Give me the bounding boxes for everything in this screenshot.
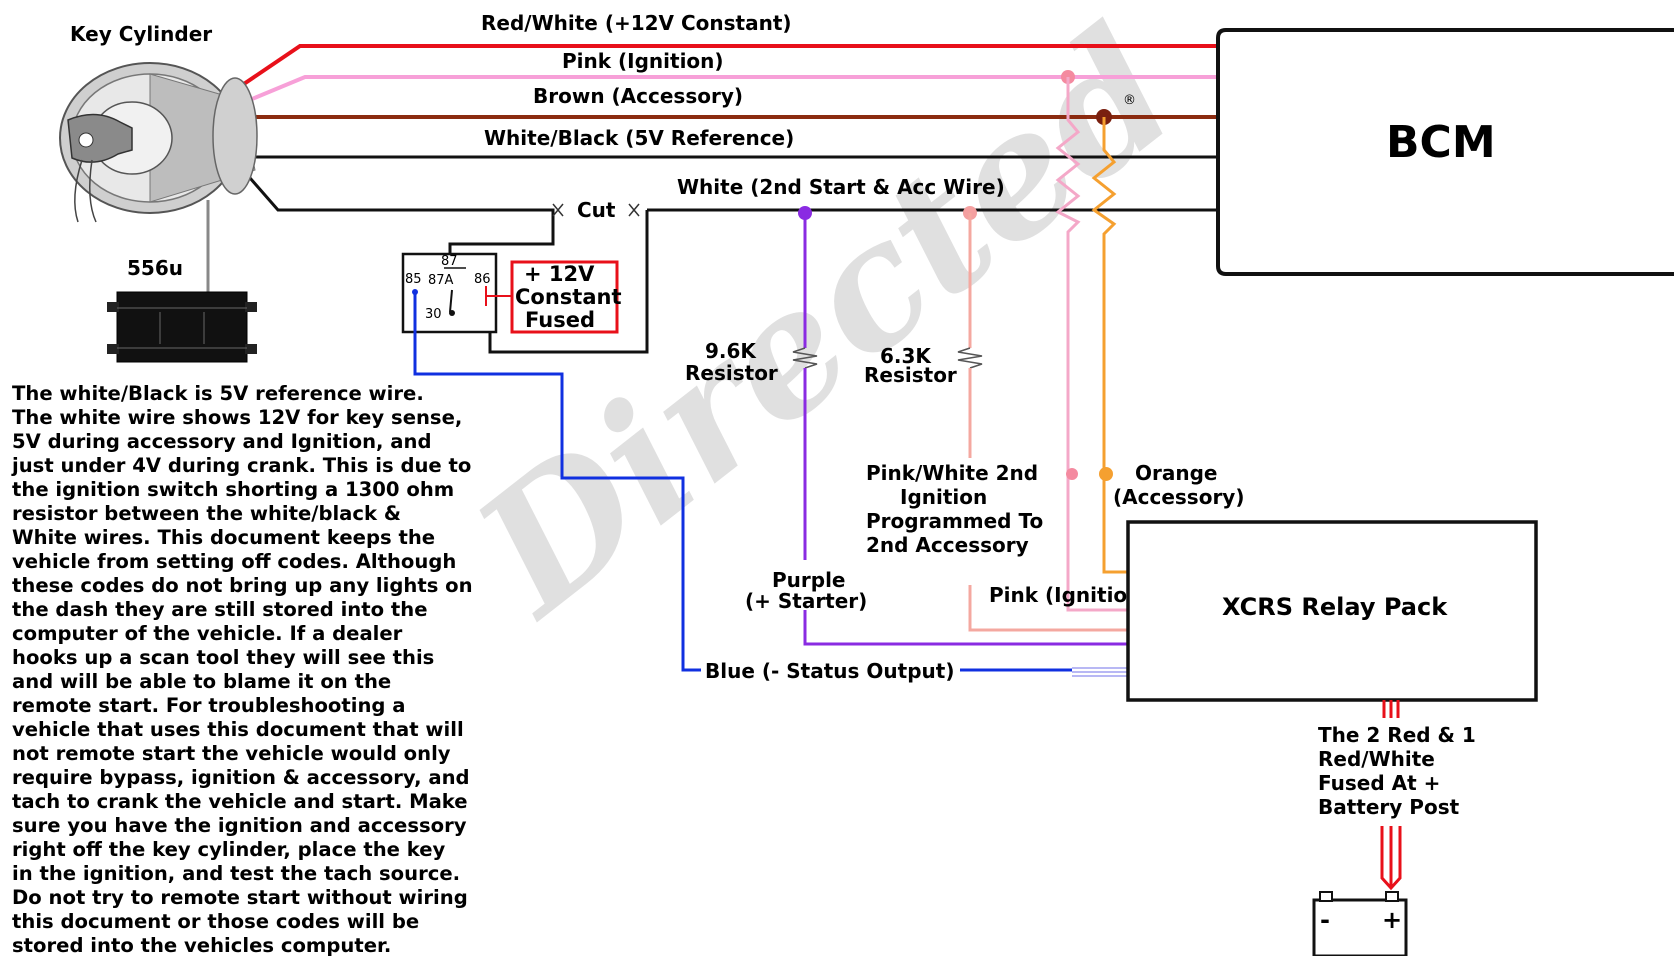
- pink-white-label-4: 2nd Accessory: [866, 533, 1029, 557]
- orange-label-1: Orange: [1135, 461, 1217, 485]
- orange-label-2: (Accessory): [1113, 485, 1244, 509]
- key-cylinder-label: Key Cylinder: [70, 22, 212, 46]
- description-text: The white/Black is 5V reference wire. Th…: [12, 382, 473, 957]
- fused-line3: Fused: [525, 308, 595, 332]
- fused-12v-box: + 12V Constant Fused: [510, 260, 622, 334]
- purple-wire: [792, 206, 1128, 646]
- white-wire: [248, 177, 1218, 354]
- purple-label-1: Purple: [772, 568, 846, 592]
- relay: 87 85 87A 86 30: [401, 252, 512, 334]
- pink-label: Pink (Ignition): [562, 49, 724, 73]
- blue-label: Blue (- Status Output): [705, 659, 954, 683]
- module-556u: [107, 291, 257, 363]
- key-cylinder: [59, 62, 258, 223]
- cut-label: Cut: [577, 198, 616, 222]
- cut-marker: Cut: [552, 198, 640, 222]
- resistor-9-6k-label: Resistor: [685, 361, 778, 385]
- purple-label-2: (+ Starter): [745, 589, 867, 613]
- pink-white-label-2: Ignition: [900, 485, 987, 509]
- registered-mark: ®: [1123, 93, 1136, 108]
- battery-power-wires: [1380, 700, 1402, 891]
- relay-pin-87a: 87A: [428, 273, 454, 288]
- power-label-1: The 2 Red & 1: [1318, 723, 1476, 747]
- module-556u-label: 556u: [127, 256, 183, 280]
- relay-pin-87: 87: [441, 254, 458, 269]
- fused-line1: + 12V: [524, 262, 595, 286]
- xcrs-label: XCRS Relay Pack: [1222, 593, 1448, 621]
- bcm-label: BCM: [1386, 117, 1496, 168]
- white-black-label: White/Black (5V Reference): [484, 126, 794, 150]
- brown-label: Brown (Accessory): [533, 84, 743, 108]
- fused-line2: Constant: [515, 285, 622, 309]
- power-label-3: Fused At +: [1318, 771, 1440, 795]
- pink-ignition-tap: [1055, 70, 1128, 612]
- bcm-module: BCM: [1216, 28, 1674, 276]
- blue-wire: [412, 289, 1128, 677]
- relay-pin-85: 85: [405, 272, 422, 287]
- pink-white-label-1: Pink/White 2nd: [866, 461, 1038, 485]
- battery-minus: -: [1320, 906, 1330, 934]
- pink-ignition-wire: [239, 75, 1218, 106]
- relay-pin-30: 30: [425, 307, 442, 322]
- relay-pin-86: 86: [474, 272, 491, 287]
- red-white-wire: [230, 44, 1218, 94]
- power-label-4: Battery Post: [1318, 795, 1460, 819]
- pink-white-label-3: Programmed To: [866, 509, 1043, 533]
- power-label-2: Red/White: [1318, 747, 1435, 771]
- red-white-label: Red/White (+12V Constant): [481, 11, 792, 35]
- white-label: White (2nd Start & Acc Wire): [677, 175, 1005, 199]
- battery-plus: +: [1382, 906, 1402, 934]
- battery: - +: [1312, 891, 1408, 956]
- resistor-9-6k-value: 9.6K: [705, 339, 757, 363]
- pink-white-wire: [957, 206, 1128, 632]
- xcrs-relay-pack: XCRS Relay Pack: [1126, 520, 1538, 702]
- orange-accessory-tap: [1091, 109, 1128, 574]
- resistor-6-3k-value: 6.3K: [880, 344, 932, 368]
- resistor-6-3k-label: Resistor: [864, 363, 957, 387]
- pink-ignition-xcrs-label: Pink (Ignition): [989, 583, 1151, 607]
